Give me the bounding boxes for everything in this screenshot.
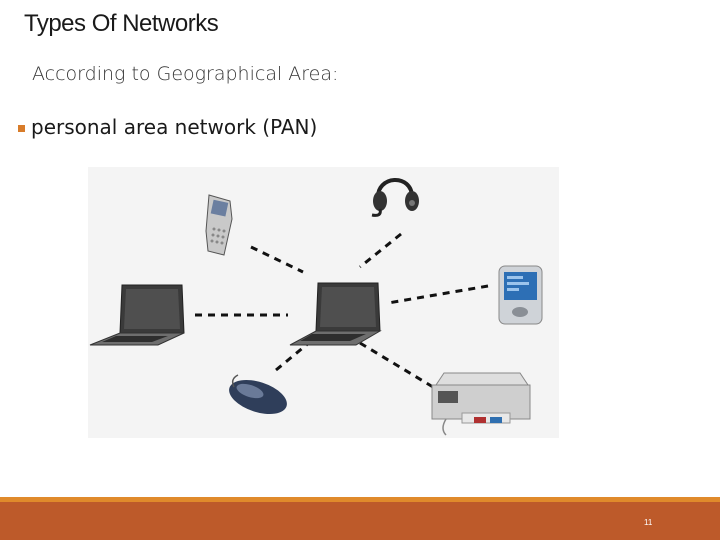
mobile-phone-icon xyxy=(205,194,233,256)
pda-icon xyxy=(498,265,543,325)
bullet-item: personal area network (PAN) xyxy=(18,115,317,139)
hub-laptop-icon xyxy=(289,282,382,346)
slide-title: Types Of Networks xyxy=(24,10,219,37)
link-printer xyxy=(359,341,434,389)
footer-bar xyxy=(0,502,720,540)
page-number: 11 xyxy=(644,518,653,527)
footer-accent-line xyxy=(0,497,720,502)
link-pda xyxy=(387,284,489,305)
bullet-text: personal area network (PAN) xyxy=(31,115,318,139)
pan-diagram-svg xyxy=(89,178,543,436)
link-headset xyxy=(359,232,402,269)
link-phone xyxy=(250,245,304,274)
pan-diagram xyxy=(88,167,559,438)
laptop-icon xyxy=(89,284,185,346)
headset-icon xyxy=(371,178,419,217)
slide-subtitle: According to Geographical Area: xyxy=(32,63,339,85)
printer-icon xyxy=(431,372,531,436)
square-bullet-icon xyxy=(18,124,25,132)
mouse-icon xyxy=(229,374,287,415)
